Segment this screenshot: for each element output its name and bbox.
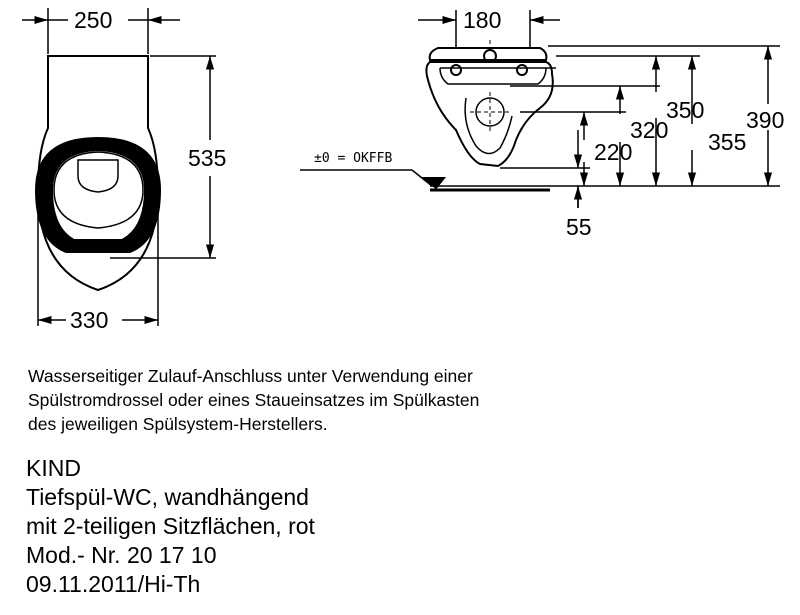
dim-side-355: 355 [708,129,746,155]
dim-side-top-width: 180 [463,7,501,33]
product-variant: mit 2-teiligen Sitzflächen, rot [26,513,315,539]
dim-front-top-width: 250 [74,7,112,33]
dim-side-55: 55 [566,214,592,240]
installation-note: Wasserseitiger Zulauf-Anschluss unter Ve… [28,364,588,436]
technical-drawing: 250 330 535 [22,7,784,333]
dim-side-320: 320 [630,117,668,143]
side-body-outline [425,61,554,168]
front-inner-bowl [53,151,144,229]
front-seat-ring [34,136,162,253]
floor-marker [421,177,447,190]
product-name: Tiefspül-WC, wandhängend [26,484,309,510]
side-view [300,10,780,192]
product-brand: KIND [26,455,81,481]
note-line: des jeweiligen Spülsystem-Herstellers. [28,414,328,434]
note-line: Spülstromdrossel oder eines Staueinsatze… [28,390,480,410]
dim-front-bottom-width: 330 [70,307,108,333]
front-view [34,8,216,326]
product-model: Mod.- Nr. 20 17 10 [26,542,217,568]
dim-side-350: 350 [666,97,704,123]
side-top-plate [428,47,548,61]
dim-front-height: 535 [188,145,226,171]
front-outlet [77,159,119,193]
note-line: Wasserseitiger Zulauf-Anschluss unter Ve… [28,366,473,386]
dim-side-390: 390 [746,107,784,133]
floor-reference-label: ±0 = OKFFB [314,151,392,166]
product-info: KIND Tiefspül-WC, wandhängend mit 2-teil… [26,454,626,599]
dim-side-220: 220 [594,139,632,165]
side-outlet-circle [475,97,505,127]
product-date: 09.11.2011/Hi-Th [26,571,201,597]
